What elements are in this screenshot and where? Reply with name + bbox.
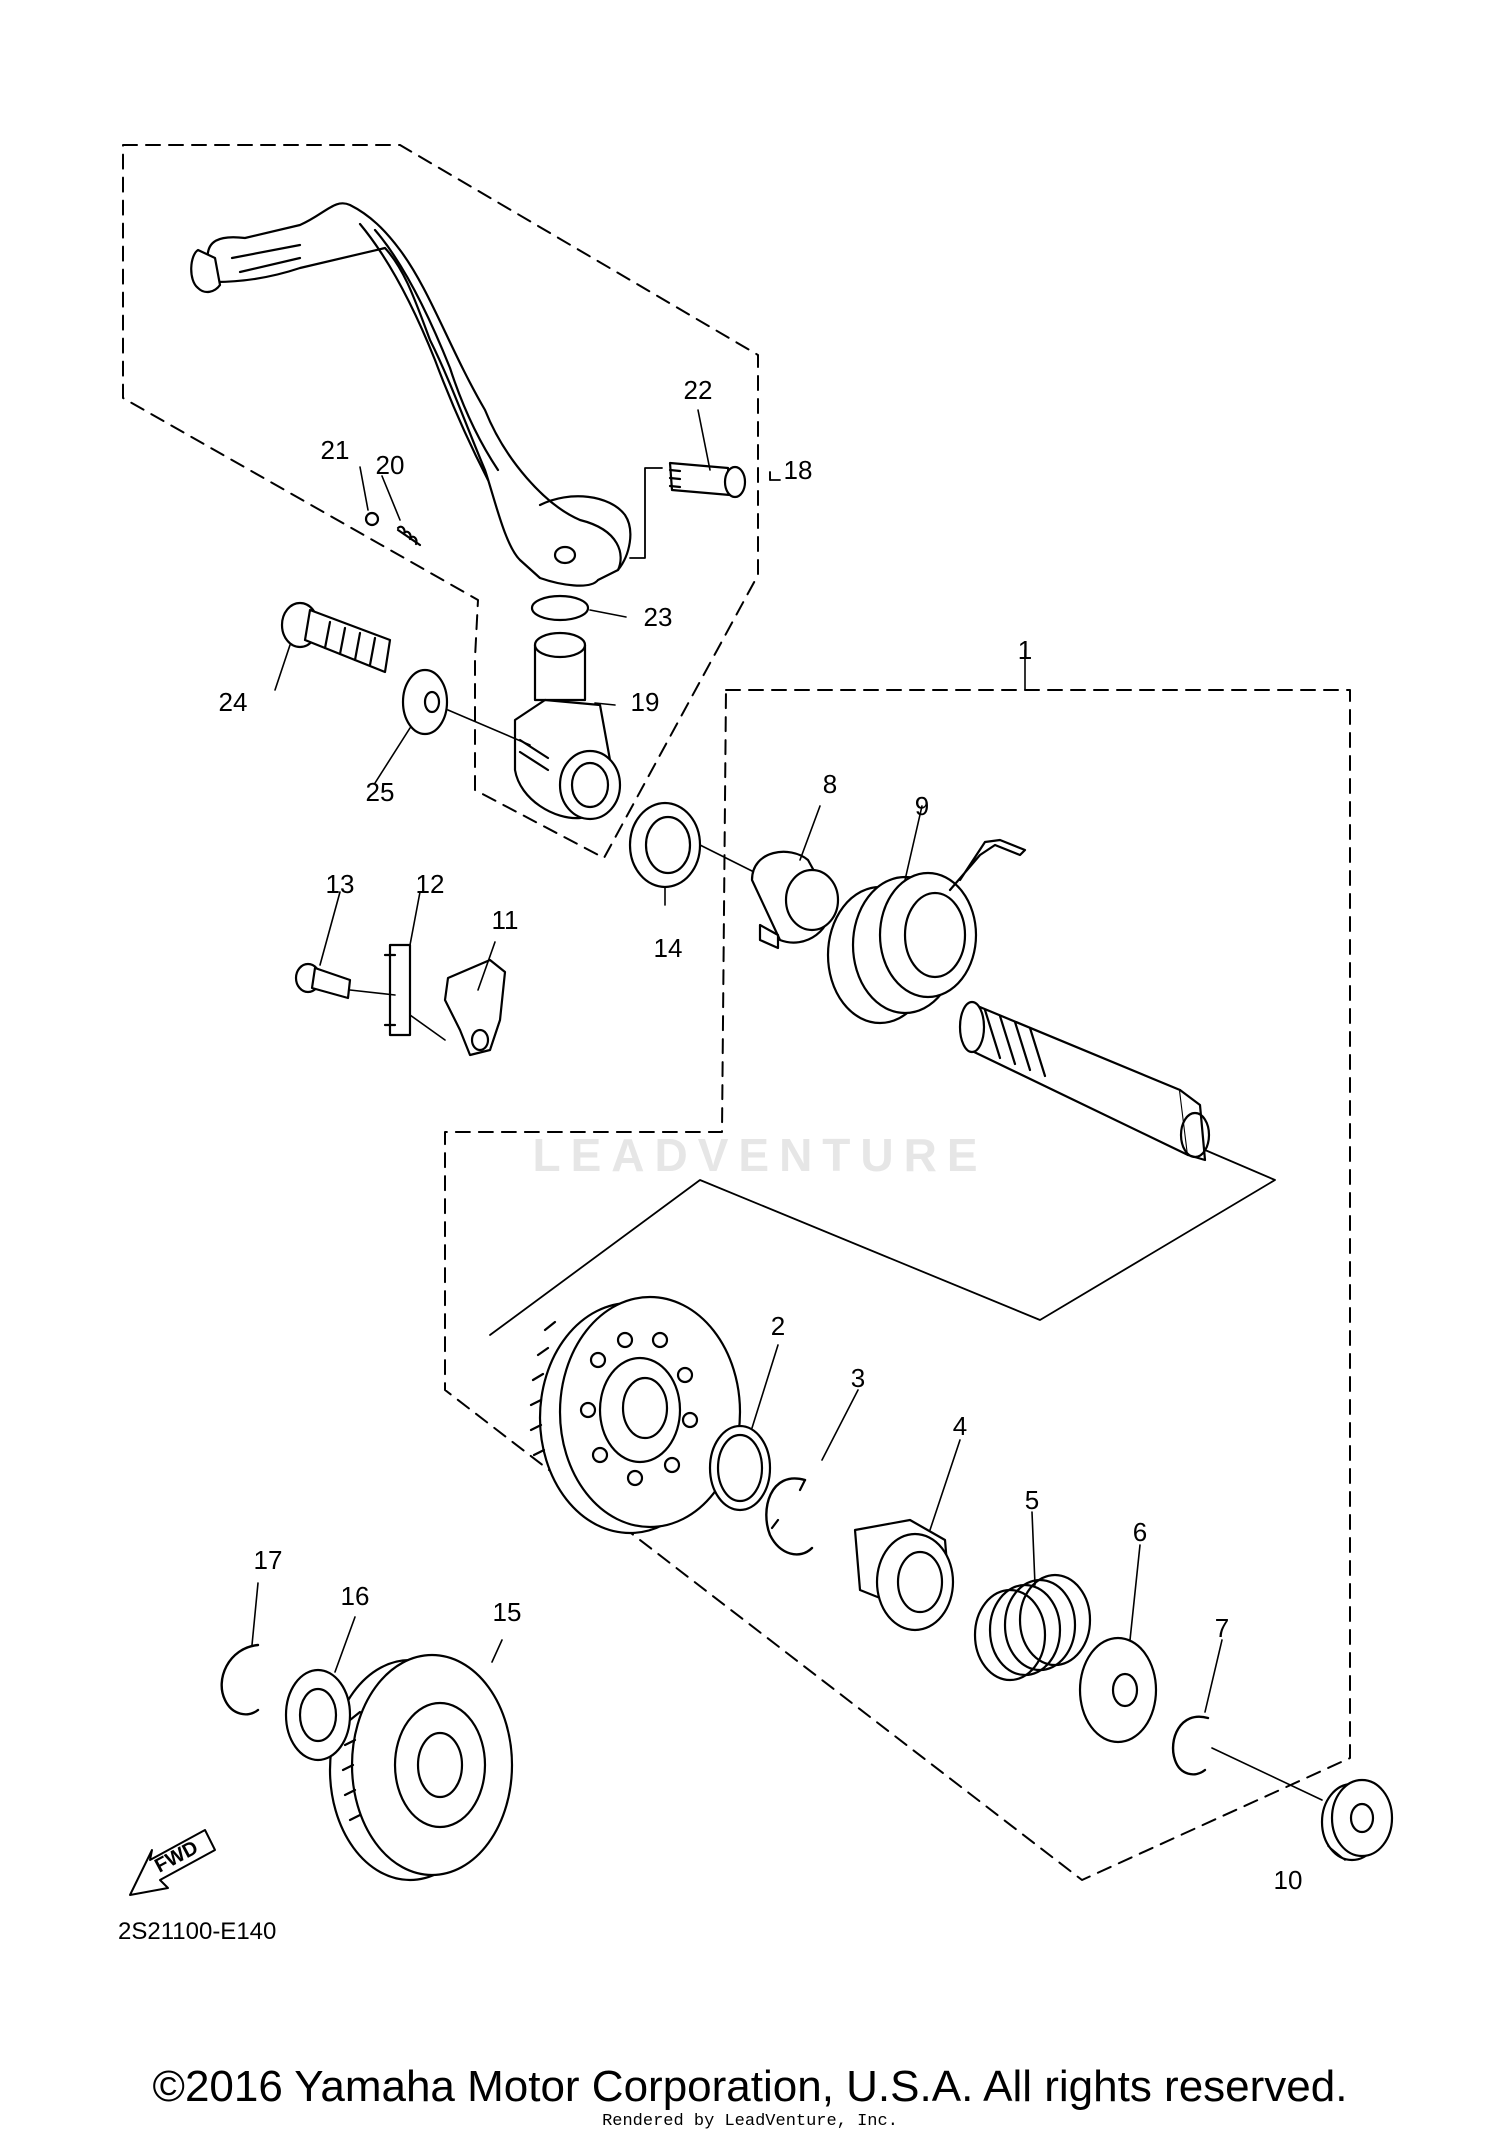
- spring-guide: [750, 850, 840, 950]
- kick-axle: [958, 1000, 1211, 1162]
- detent-spring: [396, 525, 422, 547]
- callout-25: 25: [365, 777, 395, 807]
- callout-11: 11: [491, 905, 519, 935]
- diagram-code: 2S21100-E140: [118, 1918, 277, 1945]
- callout-3: 3: [850, 1363, 866, 1393]
- callout-23: 23: [643, 602, 673, 632]
- spring-washer: [1078, 1636, 1158, 1744]
- callout-15: 15: [492, 1597, 522, 1627]
- pivot-bolt: [668, 461, 747, 499]
- torsion-spring: [826, 838, 1027, 1025]
- lever-circlip: [530, 594, 590, 622]
- callout-4: 4: [952, 1411, 968, 1441]
- stopper-guide: [383, 943, 412, 1037]
- idler-circlip: [220, 1643, 260, 1716]
- callout-19: 19: [630, 687, 660, 717]
- copyright-notice: ©2016 Yamaha Motor Corporation, U.S.A. A…: [152, 2062, 1348, 2111]
- lever-bolt: [280, 601, 392, 674]
- callout-5: 5: [1024, 1485, 1040, 1515]
- oil-seal: [628, 801, 702, 889]
- callout-18: 18: [783, 455, 813, 485]
- ratchet-wheel: [853, 1518, 955, 1632]
- stopper-bolt: [294, 962, 352, 1000]
- callout-13: 13: [325, 869, 355, 899]
- gear-circlip: [765, 1477, 814, 1556]
- rendered-by-credit: Rendered by LeadVenture, Inc.: [602, 2112, 898, 2131]
- kick-boss: [513, 631, 622, 821]
- leader-lines: [251, 409, 1346, 1861]
- callout-7: 7: [1214, 1613, 1230, 1643]
- callout-24: 24: [218, 687, 248, 717]
- axle-assembly-boundary: [444, 689, 1351, 1881]
- watermark-text: LEADVENTURE: [532, 1129, 988, 1181]
- lever-washer: [401, 668, 449, 736]
- callout-6: 6: [1132, 1517, 1148, 1547]
- callout-10: 10: [1273, 1865, 1303, 1895]
- callout-2: 2: [770, 1311, 786, 1341]
- callout-1: 1: [1017, 635, 1033, 665]
- stopper-plate: [443, 958, 507, 1057]
- idler-gear: [328, 1653, 514, 1882]
- detent-ball: [364, 511, 380, 527]
- ratchet-spring: [973, 1573, 1092, 1682]
- callout-22: 22: [683, 375, 713, 405]
- shaft-circlip: [1171, 1715, 1210, 1776]
- lever-group-boundary: [122, 144, 759, 859]
- callout-21: 21: [320, 435, 350, 465]
- fwd-arrow: [129, 1829, 216, 1896]
- callout-14: 14: [653, 933, 683, 963]
- axle-washer: [1320, 1778, 1394, 1862]
- callout-16: 16: [340, 1581, 370, 1611]
- kick-gear: [529, 1295, 742, 1535]
- callout-9: 9: [914, 791, 930, 821]
- gear-washer: [708, 1424, 772, 1512]
- idler-washer: [284, 1668, 352, 1762]
- callout-12: 12: [415, 869, 445, 899]
- callout-20: 20: [375, 450, 405, 480]
- callout-17: 17: [253, 1545, 283, 1575]
- callout-8: 8: [822, 769, 838, 799]
- kick-lever-arm: [190, 202, 632, 587]
